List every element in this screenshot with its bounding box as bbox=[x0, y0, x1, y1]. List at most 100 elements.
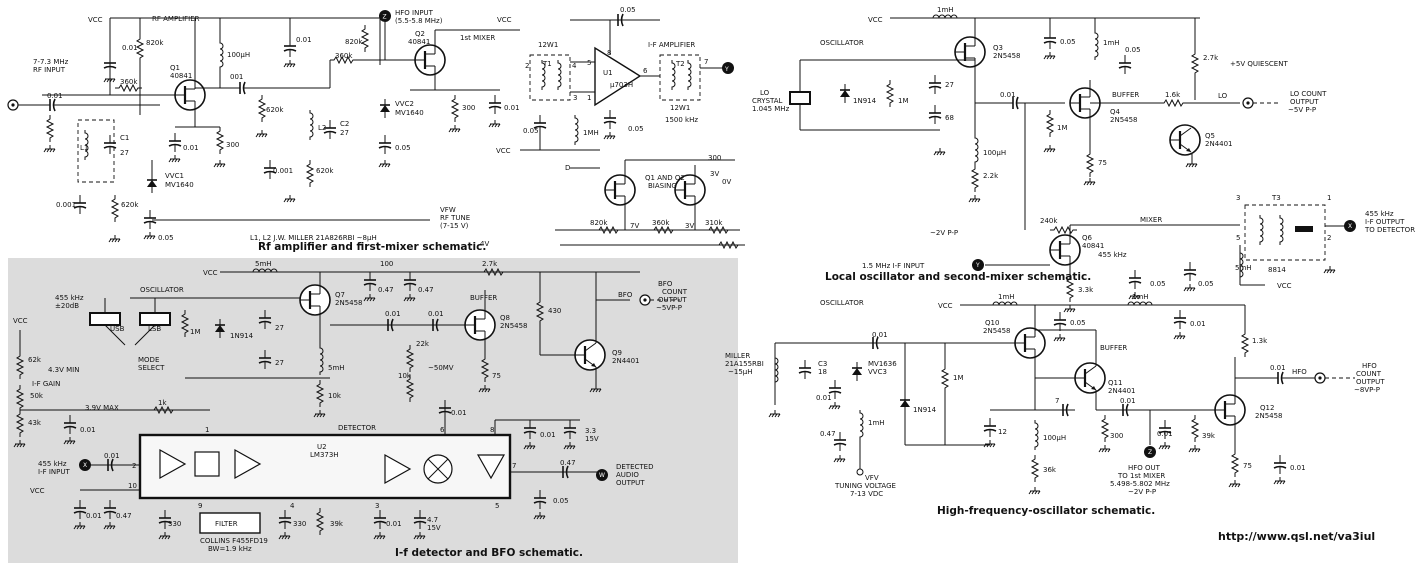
lo-label: LO COUNT bbox=[1290, 90, 1327, 98]
lo-label: TO DETECTOR bbox=[1364, 226, 1415, 234]
rf-label: 620k bbox=[121, 201, 139, 209]
if-label: DETECTED bbox=[616, 463, 654, 471]
if-label: 2N5458 bbox=[500, 322, 528, 330]
q9-transistor-icon bbox=[573, 338, 607, 372]
if-label: 330 bbox=[168, 520, 181, 528]
hfo-label: 1.3k bbox=[1252, 337, 1268, 345]
if-label: I-F GAIN bbox=[32, 380, 60, 388]
rf-label: 27 bbox=[340, 129, 349, 137]
t1-transformer-icon bbox=[529, 54, 571, 101]
if-label: 5mH bbox=[328, 364, 345, 372]
lo-label: 3.3k bbox=[1078, 286, 1094, 294]
hfo-label: 0.01 bbox=[1190, 320, 1206, 328]
lo-diode-icon bbox=[839, 83, 851, 104]
rf-label: T1 bbox=[542, 60, 552, 68]
lo-pin: 1 bbox=[1327, 194, 1331, 202]
bias-label: Q1 AND Q2 bbox=[645, 174, 685, 182]
bias-label: 3V bbox=[685, 222, 694, 230]
if-label: 0.05 bbox=[553, 497, 569, 505]
hfo-label: VVC3 bbox=[868, 368, 887, 376]
rf-label: MV1640 bbox=[165, 181, 194, 189]
if-label: ±20dB bbox=[55, 302, 79, 310]
if-label: USB bbox=[110, 325, 125, 333]
filter-box bbox=[199, 512, 261, 534]
vvc2-diode-icon bbox=[379, 98, 391, 119]
rf-label: 0.01 bbox=[296, 36, 312, 44]
lo-label: 8814 bbox=[1268, 266, 1286, 274]
lo-label: VCC bbox=[1277, 282, 1292, 290]
if-caption: I-f detector and BFO schematic. bbox=[395, 547, 583, 559]
q3-transistor-icon bbox=[953, 35, 987, 69]
hfo-label: 300 bbox=[1110, 432, 1123, 440]
lo-label: Q4 bbox=[1110, 108, 1121, 116]
bias-label: D bbox=[565, 164, 570, 172]
rf-input-connector bbox=[7, 99, 19, 111]
rf-label: 0.001 bbox=[273, 167, 293, 175]
if-label: 0.47 bbox=[560, 459, 576, 467]
if-label: BW=1.9 kHz bbox=[208, 545, 252, 553]
rf-label: U1 bbox=[603, 69, 613, 77]
hfo-label: TUNING VOLTAGE bbox=[834, 482, 896, 490]
q11-transistor-icon bbox=[1073, 361, 1107, 395]
lo-label: LO bbox=[760, 89, 770, 97]
bias-label: BIASING bbox=[648, 182, 677, 190]
lsb-crystal-icon bbox=[139, 312, 171, 326]
hfo-label: 0.05 bbox=[1070, 319, 1086, 327]
rf-label: 8 bbox=[607, 49, 611, 57]
if-label: BFO bbox=[618, 291, 633, 299]
bias-label: 300 bbox=[708, 154, 721, 162]
if-label: Q7 bbox=[335, 291, 345, 299]
if-label: ~50MV bbox=[428, 364, 454, 372]
if-pin: 6 bbox=[440, 426, 445, 434]
hfo-label: 1mH bbox=[868, 419, 885, 427]
lo-label: 0.05 bbox=[1198, 280, 1214, 288]
if-label: 4.7 bbox=[427, 516, 438, 524]
rf-label: 0.01 bbox=[183, 144, 199, 152]
if-label: 5mH bbox=[255, 260, 272, 268]
hfo-label: HFO bbox=[1292, 368, 1307, 376]
hfo-input-range: (5.5-5.8 MHz) bbox=[395, 17, 443, 25]
lo-label: 75 bbox=[1098, 159, 1107, 167]
rf-label: 360k bbox=[120, 78, 138, 86]
rf-label: Q2 bbox=[415, 30, 425, 38]
bfo-count-connector bbox=[639, 294, 651, 306]
rf-label: 820k bbox=[345, 38, 363, 46]
lo-label: 455 kHz bbox=[1098, 251, 1127, 259]
lo-label: 0.01 bbox=[1000, 91, 1016, 99]
if-label: 0.01 bbox=[104, 452, 120, 460]
if-label: SELECT bbox=[138, 364, 165, 372]
if-label: 43k bbox=[28, 419, 42, 427]
vfw-label: (7-15 V) bbox=[440, 222, 469, 230]
bias-label: 0V bbox=[722, 178, 731, 186]
hfo-label: Q11 bbox=[1108, 379, 1122, 387]
vvc3-diode-icon bbox=[851, 361, 863, 382]
lo-label: 240k bbox=[1040, 217, 1058, 225]
if-label: 3.9V MAX bbox=[85, 404, 119, 412]
lo-label: OUTPUT bbox=[1290, 98, 1319, 106]
hfo-label: COUNT bbox=[1356, 370, 1382, 378]
rf-label-vcc: VCC bbox=[88, 16, 103, 24]
lo-pin: 2 bbox=[1327, 234, 1331, 242]
lo-label: 0.05 bbox=[1150, 280, 1166, 288]
rf-label: 1500 kHz bbox=[665, 116, 698, 124]
lo-label: 2N4401 bbox=[1205, 140, 1233, 148]
if-label: 455 kHz bbox=[38, 460, 67, 468]
if-pin: 10 bbox=[128, 482, 137, 490]
if-label: 1N914 bbox=[230, 332, 254, 340]
amp-icon bbox=[476, 454, 506, 480]
if-detector-schematic: VCC 5mH 100 2.7k OSCILLATOR 0.47 0.47 BF… bbox=[8, 258, 738, 563]
bias-label: 4V bbox=[480, 240, 489, 248]
rf-label: Q1 bbox=[170, 64, 180, 72]
lo-label: 68 bbox=[945, 114, 954, 122]
hfo-label: 12 bbox=[998, 428, 1007, 436]
lo-label: +5V QUIESCENT bbox=[1230, 60, 1288, 68]
if-label: 0.01 bbox=[540, 431, 556, 439]
hfo-label: 0.01 bbox=[872, 331, 888, 339]
if-label: AUDIO bbox=[616, 471, 639, 479]
lo-label: 1.5 MHz I-F INPUT bbox=[862, 262, 925, 270]
node-y-label: Y bbox=[724, 66, 729, 73]
hfo-label: 21A155RBI bbox=[725, 360, 764, 368]
hfo-label: 0.01 bbox=[816, 394, 832, 402]
lo-label: CRYSTAL bbox=[752, 97, 783, 105]
rf-label: 360k bbox=[335, 52, 353, 60]
